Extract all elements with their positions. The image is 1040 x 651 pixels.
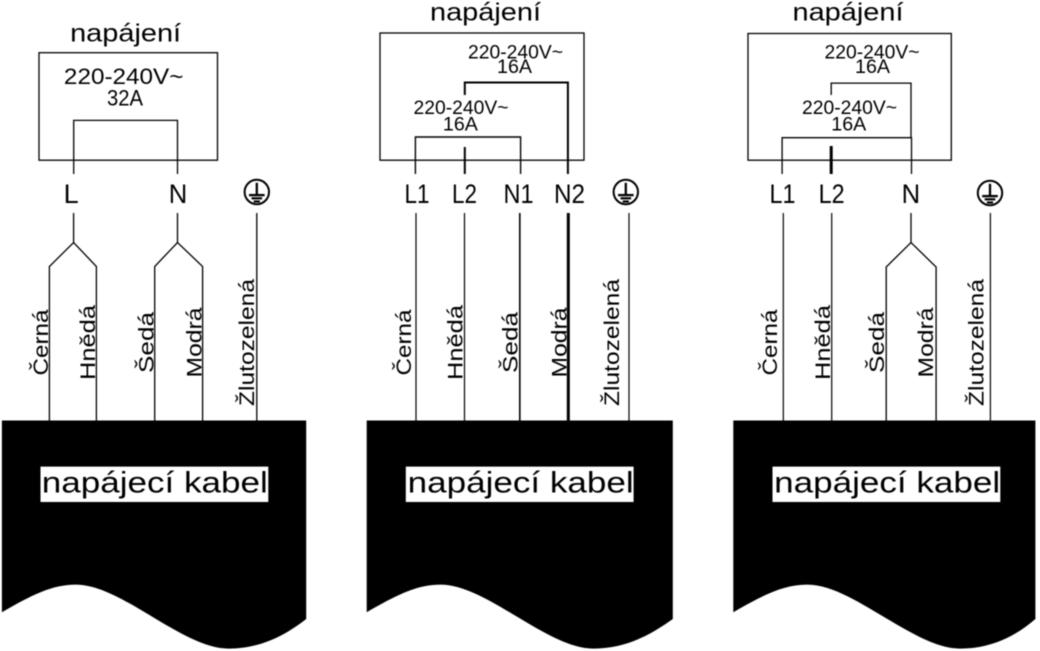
svg-text:napájecí kabel: napájecí kabel	[408, 466, 634, 499]
svg-text:N1: N1	[504, 179, 534, 209]
svg-text:Černá: Černá	[759, 309, 782, 375]
svg-text:220-240V~: 220-240V~	[825, 43, 920, 64]
svg-text:L2: L2	[452, 179, 477, 209]
svg-text:Modrá: Modrá	[915, 307, 938, 377]
svg-text:16A: 16A	[497, 57, 532, 78]
svg-text:220-240V~: 220-240V~	[64, 64, 184, 89]
svg-text:N: N	[169, 179, 188, 209]
svg-text:16A: 16A	[831, 114, 866, 135]
svg-text:napájení: napájení	[70, 20, 181, 48]
svg-text:L1: L1	[770, 179, 796, 209]
svg-text:Hnědá: Hnědá	[77, 305, 100, 380]
svg-text:Modrá: Modrá	[183, 307, 206, 377]
svg-text:Šedá: Šedá	[135, 312, 158, 373]
svg-text:16A: 16A	[855, 57, 890, 78]
svg-text:N: N	[902, 179, 921, 209]
svg-text:L2: L2	[819, 179, 845, 209]
svg-text:napájení: napájení	[793, 0, 904, 26]
svg-text:Žlutozelená: Žlutozelená	[601, 279, 624, 406]
svg-text:napájecí kabel: napájecí kabel	[774, 466, 1000, 499]
svg-text:Černá: Černá	[393, 309, 416, 375]
svg-text:L: L	[64, 179, 79, 209]
svg-text:napájení: napájení	[430, 0, 541, 26]
svg-text:Hnědá: Hnědá	[812, 305, 835, 380]
svg-text:220-240V~: 220-240V~	[468, 43, 563, 64]
svg-text:16A: 16A	[443, 114, 478, 135]
svg-text:Žlutozelená: Žlutozelená	[236, 279, 259, 406]
svg-text:Hnědá: Hnědá	[445, 305, 468, 380]
svg-text:L1: L1	[405, 179, 430, 209]
svg-text:Černá: Černá	[30, 309, 53, 375]
svg-text:32A: 32A	[107, 86, 143, 111]
svg-text:Žlutozelená: Žlutozelená	[966, 279, 989, 406]
svg-text:Šedá: Šedá	[499, 312, 522, 373]
svg-text:N2: N2	[554, 179, 585, 209]
svg-text:Modrá: Modrá	[548, 307, 571, 377]
svg-text:220-240V~: 220-240V~	[414, 98, 509, 119]
svg-text:220-240V~: 220-240V~	[802, 98, 897, 119]
svg-text:napájecí kabel: napájecí kabel	[42, 466, 268, 499]
svg-text:Šedá: Šedá	[866, 312, 889, 373]
